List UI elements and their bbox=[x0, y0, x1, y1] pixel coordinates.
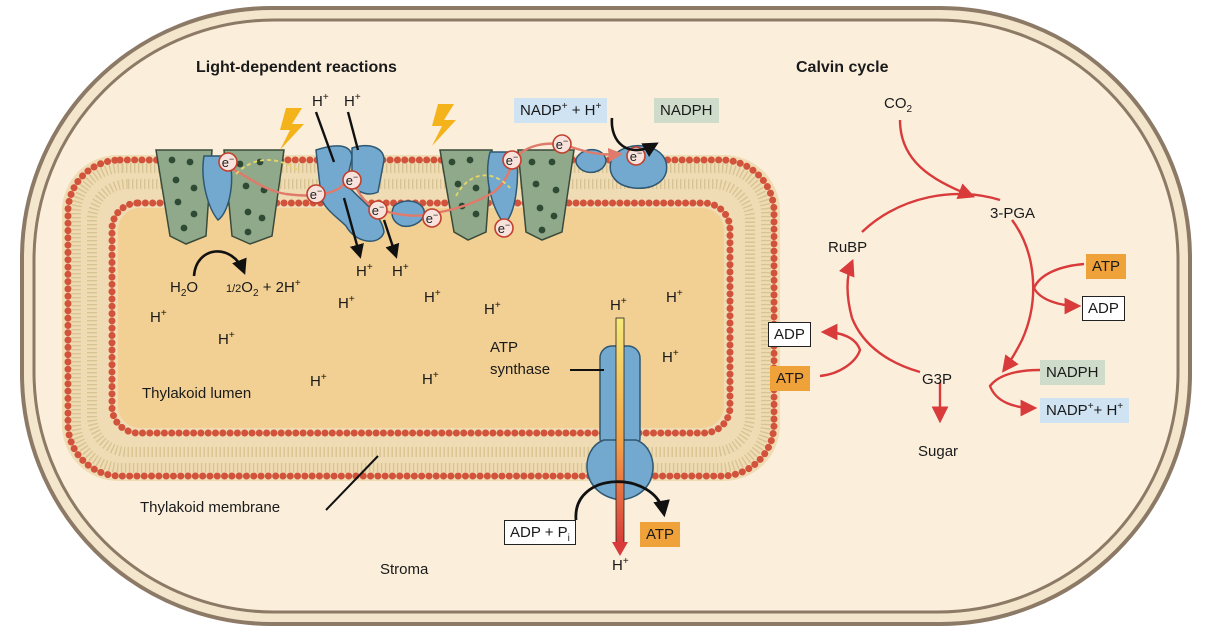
electron: e− bbox=[422, 208, 442, 228]
co2-label: CO2 bbox=[884, 95, 913, 115]
proton-label: H+ bbox=[338, 294, 355, 312]
g3p-label: G3P bbox=[922, 371, 953, 388]
adp-regeneration-box: ADP bbox=[768, 322, 811, 347]
proton-arrow bbox=[314, 111, 336, 163]
electron: e− bbox=[502, 150, 522, 170]
water-label: H2O bbox=[170, 279, 199, 299]
nadp-plus-h-box: NADP+ + H+ bbox=[514, 98, 608, 123]
sugar-label: Sugar bbox=[918, 443, 959, 460]
proton-channel-arrowhead bbox=[612, 542, 628, 556]
light-bolt-icon bbox=[280, 108, 304, 150]
thylakoid-membrane-label: Thylakoid membrane bbox=[140, 499, 281, 516]
calvin-cycle bbox=[819, 119, 1085, 424]
oxygen-proton-label: 1/2O2 + 2H+ bbox=[226, 278, 301, 299]
adp-cycle-output-box: ADP bbox=[1082, 296, 1125, 321]
atp-production-arrow bbox=[574, 480, 670, 521]
nadph-cycle-input-box: NADPH bbox=[1040, 360, 1105, 385]
electron: e− bbox=[306, 184, 326, 204]
atp-synthase-label: ATP bbox=[490, 339, 519, 356]
thylakoid-lumen-label: Thylakoid lumen bbox=[142, 385, 252, 402]
proton-arrow bbox=[342, 197, 364, 259]
nadp-cycle-output-box: NADP++ H+ bbox=[1040, 398, 1130, 423]
proton-label: H+ bbox=[666, 288, 683, 306]
proton-label: H+ bbox=[392, 262, 409, 280]
proton-label: H+ bbox=[484, 300, 501, 318]
proton-label: H+ bbox=[218, 330, 235, 348]
proton-label: H+ bbox=[662, 348, 679, 366]
atp-synthase-output-box: ATP bbox=[640, 522, 681, 547]
atp-regeneration-box: ATP bbox=[770, 366, 811, 391]
electron-transfer-path bbox=[455, 174, 511, 197]
nadph-box: NADPH bbox=[654, 98, 719, 123]
electron: e− bbox=[552, 134, 572, 154]
membrane-pointer bbox=[325, 455, 379, 511]
rubp-label: RuBP bbox=[828, 239, 868, 256]
proton-label: H+ bbox=[344, 92, 361, 110]
proton-label: H+ bbox=[312, 92, 329, 110]
water-splitting-arrow bbox=[192, 250, 247, 277]
proton-label: H+ bbox=[612, 556, 629, 574]
proton-label: H+ bbox=[424, 288, 441, 306]
light-bolt-icon bbox=[432, 104, 456, 146]
3pga-label: 3-PGA bbox=[990, 205, 1036, 222]
stroma-label: Stroma bbox=[380, 561, 429, 578]
electron: e− bbox=[342, 170, 362, 190]
nadph-formation-arrow bbox=[610, 117, 659, 157]
proton-label: H+ bbox=[310, 372, 327, 390]
proton-label: H+ bbox=[610, 296, 627, 314]
atp-cycle-input-box: ATP bbox=[1086, 254, 1127, 279]
proton-label: H+ bbox=[356, 262, 373, 280]
adp-pi-box: ADP + Pi bbox=[504, 520, 576, 545]
calvin-cycle-title: Calvin cycle bbox=[796, 59, 889, 76]
proton-channel bbox=[615, 317, 625, 545]
proton-arrow bbox=[346, 111, 360, 151]
proton-label: H+ bbox=[422, 370, 439, 388]
atp-synthase-label: synthase bbox=[490, 361, 551, 378]
electron: e− bbox=[494, 218, 514, 238]
light-reactions-title: Light-dependent reactions bbox=[196, 59, 397, 76]
electron: e− bbox=[368, 200, 388, 220]
proton-label: H+ bbox=[150, 308, 167, 326]
electron: e− bbox=[218, 152, 238, 172]
proton-arrow bbox=[382, 219, 400, 259]
